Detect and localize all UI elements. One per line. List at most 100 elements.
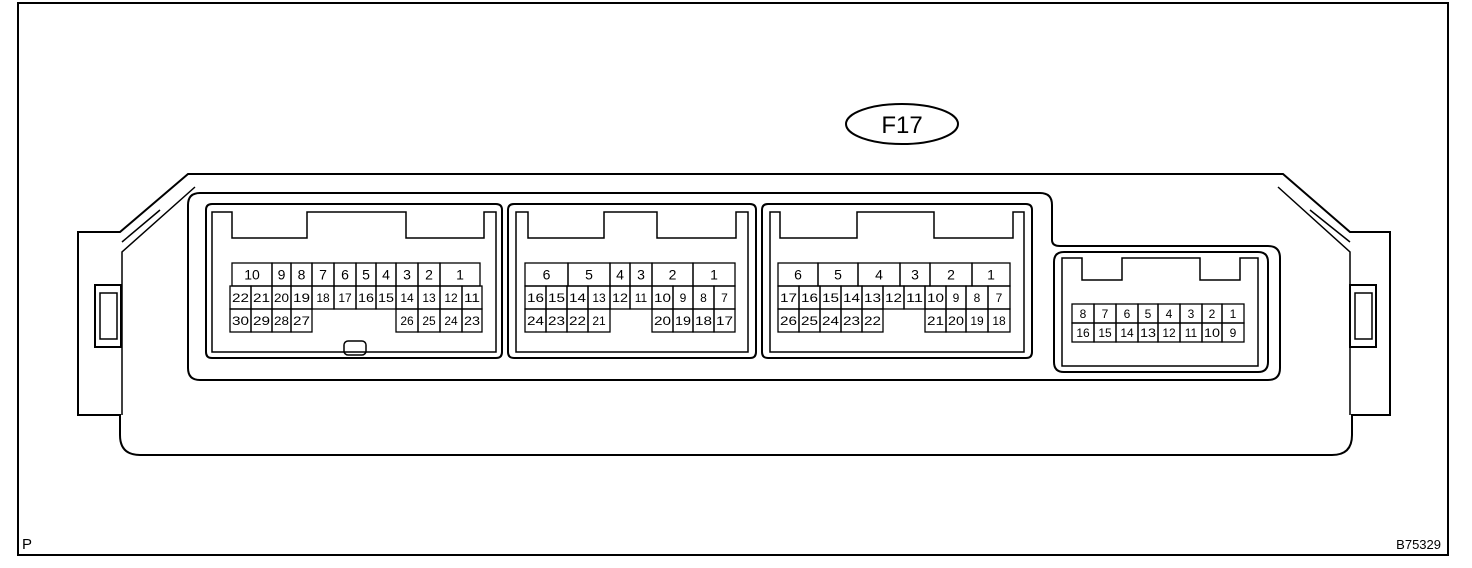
pin-number: 11 [906, 291, 923, 305]
ecu-housing-outline [77, 173, 1391, 456]
pin-number: 7 [1102, 307, 1109, 321]
pin-number: 11 [464, 291, 480, 305]
pin-number: 22 [864, 314, 881, 328]
pin-number: 22 [569, 314, 586, 328]
pin-number: 17 [716, 314, 733, 328]
ecu-housing-inner-edge-right [1277, 186, 1351, 415]
pin-number: 1 [710, 267, 718, 283]
pin-number: 9 [680, 291, 687, 305]
pin-number: 30 [232, 314, 249, 328]
pin-number: 29 [253, 314, 270, 328]
connector-shell-1 [205, 203, 503, 359]
pin-number: 18 [316, 291, 330, 305]
pin-number: 13 [1140, 326, 1156, 340]
corner-label-left: P [22, 536, 32, 553]
pin-number: 1 [1230, 307, 1237, 321]
pin-number: 7 [996, 291, 1003, 305]
pin-number: 5 [362, 267, 370, 283]
pin-number: 27 [293, 314, 310, 328]
pin-number: 23 [843, 314, 860, 328]
pin-number: 8 [1080, 307, 1087, 321]
pin-number: 15 [1098, 326, 1112, 340]
pin-number: 9 [953, 291, 960, 305]
pin-cell [861, 308, 884, 333]
pin-number: 11 [635, 291, 648, 305]
pin-number: 7 [721, 291, 728, 305]
pin-cell [713, 308, 736, 333]
corner-label-right: B75329 [1396, 537, 1441, 552]
pin-number: 26 [780, 314, 797, 328]
pin-number: 12 [885, 291, 902, 305]
pin-number: 17 [338, 291, 352, 305]
pin-number: 3 [637, 267, 645, 283]
pin-number: 2 [425, 267, 433, 283]
pin-number: 6 [543, 267, 551, 283]
pin-number: 9 [278, 267, 286, 283]
pin-number: 4 [382, 267, 390, 283]
pin-number: 13 [864, 291, 881, 305]
pin-number: 5 [834, 267, 842, 283]
pin-number: 2 [1209, 307, 1216, 321]
pin-number: 2 [669, 267, 677, 283]
pin-number: 14 [400, 291, 414, 305]
pin-number: 10 [1204, 326, 1220, 340]
pin-number: 14 [569, 291, 586, 305]
latch-right [1349, 284, 1377, 348]
pin-number: 15 [822, 291, 839, 305]
pin-number: 2 [947, 267, 955, 283]
connector-shell-4 [1053, 251, 1269, 373]
pin-number: 13 [422, 291, 436, 305]
pin-number: 23 [548, 314, 565, 328]
pin-number: 24 [444, 314, 458, 328]
pin-number: 24 [527, 314, 544, 328]
pin-cell [290, 308, 313, 333]
pin-number: 15 [378, 291, 394, 305]
pin-number: 25 [801, 314, 818, 328]
connector-shell-3 [761, 203, 1033, 359]
pin-number: 4 [875, 267, 883, 283]
pin-number: 18 [695, 314, 712, 328]
pin-number: 12 [1162, 326, 1176, 340]
pin-number: 5 [1145, 307, 1152, 321]
pin-cell [587, 308, 611, 333]
latch-left [94, 284, 122, 348]
pin-number: 13 [592, 291, 606, 305]
connector-label-ellipse [845, 103, 959, 145]
pin-number: 12 [612, 291, 628, 305]
pin-number: 21 [253, 291, 270, 305]
pin-number: 7 [319, 267, 327, 283]
pin-number: 18 [992, 314, 1006, 328]
pin-number: 26 [400, 314, 414, 328]
pin-number: 6 [1124, 307, 1131, 321]
pin-number: 6 [794, 267, 802, 283]
ecu-housing-inner-edge-left [121, 186, 196, 415]
pin-number: 12 [444, 291, 458, 305]
pin-number: 8 [700, 291, 707, 305]
pin-number: 14 [1120, 326, 1134, 340]
pin-number: 9 [1230, 326, 1237, 340]
pin-number: 22 [232, 291, 249, 305]
pin-number: 20 [948, 314, 964, 328]
pin-cell [1221, 322, 1245, 343]
pin-number: 24 [822, 314, 839, 328]
pin-number: 3 [911, 267, 919, 283]
pin-number: 1 [456, 267, 464, 283]
pin-cell [461, 308, 483, 333]
pin-number: 8 [974, 291, 981, 305]
connector-shell-2 [507, 203, 757, 359]
pin-number: 15 [548, 291, 565, 305]
pin-number: 4 [1166, 307, 1173, 321]
pin-number: 6 [341, 267, 349, 283]
pin-number: 20 [654, 314, 671, 328]
pin-number: 17 [780, 291, 797, 305]
pin-number: 10 [927, 291, 944, 305]
pin-number: 4 [616, 267, 624, 283]
pin-number: 16 [1076, 326, 1090, 340]
pin-number: 8 [298, 267, 306, 283]
pin-number: 19 [675, 314, 691, 328]
pin-number: 21 [592, 314, 606, 328]
